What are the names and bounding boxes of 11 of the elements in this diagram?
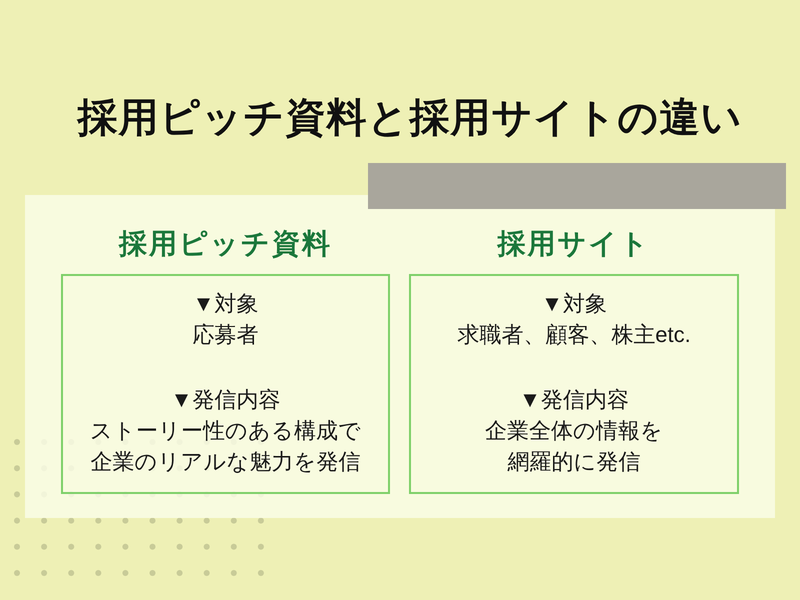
section-label: ▼対象 — [192, 290, 258, 318]
body-text: 求職者、顧客、株主etc. — [457, 321, 691, 349]
body-text: 応募者 — [192, 321, 258, 349]
body-text: 企業全体の情報を網羅的に発信 — [484, 417, 664, 476]
section-label: ▼発信内容 — [519, 386, 629, 414]
section-label: ▼対象 — [541, 290, 607, 318]
section-label: ▼発信内容 — [170, 386, 280, 414]
page-title: 採用ピッチ資料と採用サイトの違い — [76, 95, 744, 142]
body-text: ストーリー性のある構成で企業のリアルな魅力を発信 — [89, 417, 362, 476]
column-heading: 採用サイト — [498, 227, 650, 261]
column-heading: 採用ピッチ資料 — [119, 227, 332, 261]
